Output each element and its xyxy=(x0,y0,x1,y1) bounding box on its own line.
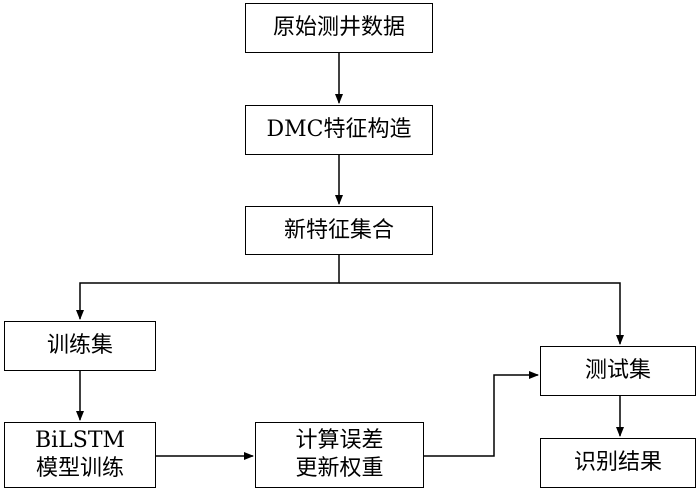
test-set-box: 测试集 xyxy=(540,346,696,396)
test-set-label: 测试集 xyxy=(584,358,651,383)
compute-label-line1: 计算误差 xyxy=(295,428,384,453)
new-feature-set-label: 新特征集合 xyxy=(283,217,394,243)
result-box: 识别结果 xyxy=(540,438,696,488)
bilstm-training-box: BiLSTM 模型训练 xyxy=(4,422,156,488)
dmc-feature-box: DMC特征构造 xyxy=(245,105,433,155)
compute-error-box: 计算误差 更新权重 xyxy=(255,422,424,488)
dmc-feature-label: DMC特征构造 xyxy=(266,117,412,142)
arrow-compute-to-test xyxy=(424,371,539,457)
compute-label-line2: 更新权重 xyxy=(295,456,384,481)
raw-data-label: 原始测井数据 xyxy=(272,15,405,40)
arrow-features-to-test xyxy=(339,282,624,345)
train-set-box: 训练集 xyxy=(4,321,156,371)
new-feature-set-box: 新特征集合 xyxy=(245,206,433,255)
bilstm-label-line1: BiLSTM xyxy=(34,428,126,453)
bilstm-label-line2: 模型训练 xyxy=(35,456,124,481)
train-set-label: 训练集 xyxy=(46,333,113,358)
raw-data-box: 原始测井数据 xyxy=(245,3,433,53)
result-label: 识别结果 xyxy=(573,450,662,475)
arrow-features-to-train xyxy=(76,255,340,320)
